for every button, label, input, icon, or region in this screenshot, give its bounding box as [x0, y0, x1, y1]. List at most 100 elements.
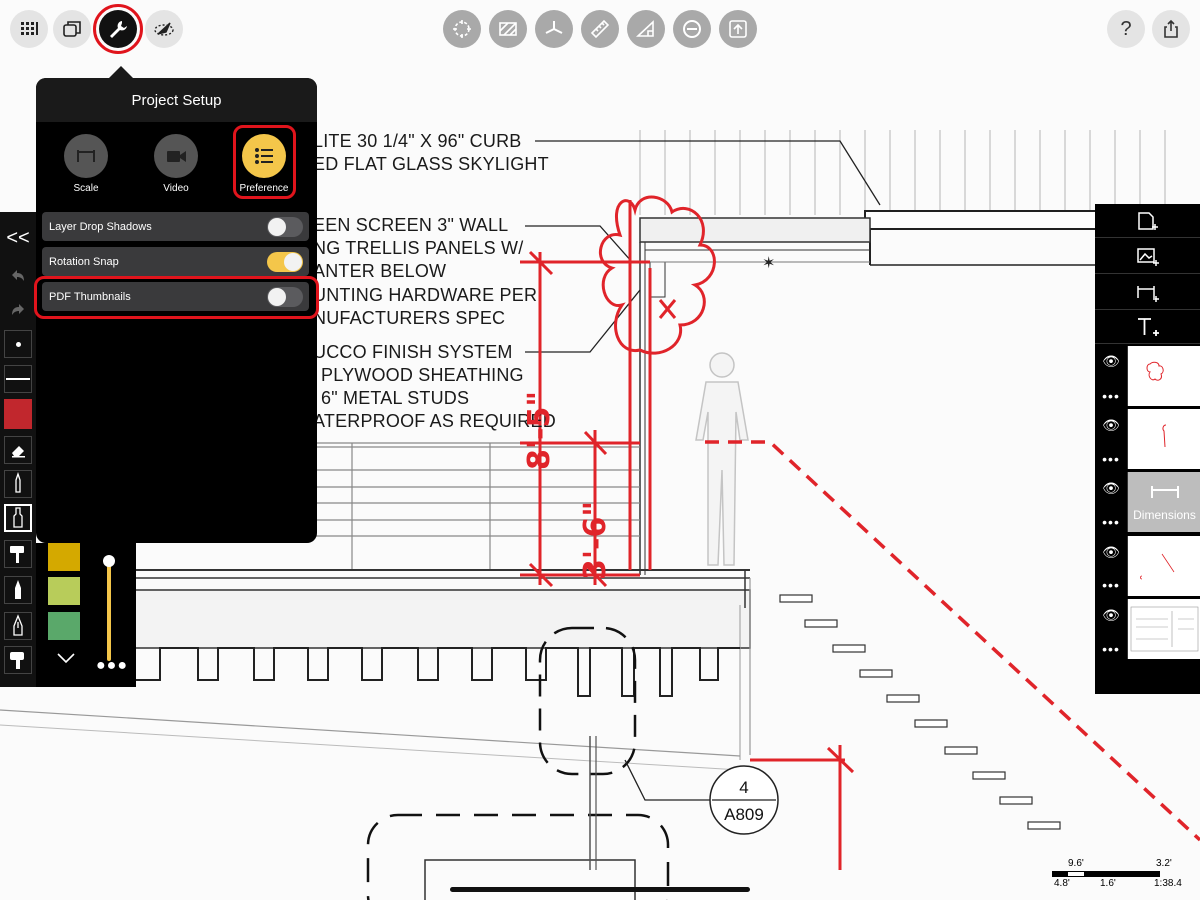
color-palette: ●●●	[36, 543, 136, 687]
color-button[interactable]	[4, 398, 32, 430]
more-icon[interactable]: •••	[1102, 577, 1120, 593]
roller-button[interactable]	[4, 646, 32, 674]
undo-button[interactable]	[4, 262, 32, 290]
pencil-button[interactable]	[4, 576, 32, 604]
move-select-button[interactable]	[443, 10, 481, 48]
angle-button[interactable]	[535, 10, 573, 48]
highlight-box	[34, 276, 319, 319]
line-weight-icon	[6, 378, 30, 380]
drawing-note: EEN SCREEN 3" WALL	[313, 215, 509, 235]
tab-preference[interactable]: Preference	[234, 134, 294, 194]
add-text-icon	[1137, 317, 1159, 336]
more-icon[interactable]: •••	[1102, 388, 1120, 404]
eye-icon[interactable]: 👁	[1102, 417, 1120, 433]
setting-label: Layer Drop Shadows	[49, 220, 152, 233]
collapse-button[interactable]: <<	[4, 224, 32, 252]
swatch-lime[interactable]	[48, 577, 80, 605]
upload-button[interactable]	[719, 10, 757, 48]
swatch-green[interactable]	[48, 612, 80, 640]
dimension-icon	[1151, 486, 1179, 498]
more-icon[interactable]: •••	[1102, 451, 1120, 467]
eye-icon[interactable]: 👁	[1102, 353, 1120, 369]
area-button[interactable]	[627, 10, 665, 48]
setting-rotation-snap[interactable]: Rotation Snap	[42, 247, 309, 276]
line-markup-thumbnail	[1140, 553, 1175, 580]
popover-title: Project Setup	[36, 78, 317, 122]
left-toolbar: <<	[0, 212, 36, 687]
grid-menu-button[interactable]	[10, 10, 48, 48]
calligraphy-icon	[13, 614, 23, 636]
popover-arrow	[108, 66, 134, 79]
help-icon: ?	[1120, 17, 1132, 40]
rotation-snap-toggle[interactable]	[267, 252, 303, 272]
upload-icon	[729, 20, 747, 38]
highlighter-button[interactable]	[4, 540, 32, 568]
callout-sheet: A809	[724, 805, 764, 824]
highlight-ring	[93, 4, 143, 54]
drawing-note: ATERPROOF AS REQUIRED	[313, 411, 556, 431]
drawing-note: UCCO FINISH SYSTEM	[313, 342, 513, 362]
opacity-slider[interactable]	[103, 555, 115, 661]
layer-thumbnail[interactable]	[1127, 599, 1200, 659]
setting-pdf-thumbnails[interactable]: PDF Thumbnails	[42, 282, 309, 311]
layer-thumbnail[interactable]	[1127, 536, 1200, 596]
eye-icon[interactable]: 👁	[1102, 480, 1120, 496]
redo-button[interactable]	[4, 296, 32, 324]
add-image-button[interactable]	[1095, 240, 1200, 274]
drawing-note: NG TRELLIS PANELS W/	[313, 238, 524, 258]
more-options-icon[interactable]: ●●●	[96, 657, 128, 674]
calligraphy-button[interactable]	[4, 612, 32, 640]
add-text-button[interactable]	[1095, 310, 1200, 344]
more-icon[interactable]: •••	[1102, 641, 1120, 657]
tab-video[interactable]: Video	[146, 134, 206, 194]
setting-label: PDF Thumbnails	[49, 290, 131, 303]
svg-text:✶: ✶	[762, 253, 775, 272]
tab-scale[interactable]: Scale	[56, 134, 116, 194]
eye-icon[interactable]: 👁	[1102, 544, 1120, 560]
scale-label: 9.6'	[1068, 858, 1084, 869]
scale-ratio: 1:38.4	[1154, 878, 1182, 889]
layer-drop-shadows-toggle[interactable]	[267, 217, 303, 237]
layer-thumbnail[interactable]	[1127, 409, 1200, 469]
cloud-markup-thumbnail	[1146, 361, 1164, 381]
angle-icon	[545, 21, 563, 34]
more-icon[interactable]: •••	[1102, 514, 1120, 530]
dot-brush-icon	[15, 341, 21, 347]
dot-brush-button[interactable]	[4, 330, 32, 358]
add-image-icon	[1136, 247, 1159, 266]
compass-icon	[154, 22, 174, 36]
hatch-button[interactable]	[489, 10, 527, 48]
windows-icon	[63, 21, 81, 37]
scale-bar: 9.6' 3.2' 4.8' 1.6' 1:38.4	[1052, 858, 1192, 889]
scale-label: 4.8'	[1054, 878, 1070, 889]
layer-thumbnail[interactable]	[1127, 346, 1200, 406]
eraser-button[interactable]	[4, 436, 32, 464]
pin-markup-thumbnail	[1162, 424, 1167, 448]
layer-thumbnail[interactable]: Dimensions	[1127, 472, 1200, 532]
help-button[interactable]: ?	[1107, 10, 1145, 48]
pdf-thumbnails-toggle[interactable]	[267, 287, 303, 307]
eye-icon[interactable]: 👁	[1102, 607, 1120, 623]
navigate-button[interactable]	[145, 10, 183, 48]
share-button[interactable]	[1152, 10, 1190, 48]
line-weight-button[interactable]	[4, 365, 32, 393]
add-dimension-button[interactable]	[1095, 276, 1200, 310]
hatch-icon	[499, 22, 517, 36]
drawing-note: LITE 30 1/4" X 96" CURB	[313, 131, 522, 151]
windows-button[interactable]	[53, 10, 91, 48]
pen-icon	[15, 472, 21, 493]
list-icon	[242, 134, 286, 178]
ruler-button[interactable]	[581, 10, 619, 48]
add-page-button[interactable]	[1095, 204, 1200, 238]
stop-button[interactable]	[673, 10, 711, 48]
scale-label: 3.2'	[1156, 858, 1172, 869]
setting-layer-drop-shadows[interactable]: Layer Drop Shadows	[42, 212, 309, 241]
drawing-note: ANTER BELOW	[313, 261, 447, 281]
drawing-sheet-thumbnail	[1130, 606, 1199, 652]
pen-button[interactable]	[4, 470, 32, 498]
chevron-down-icon[interactable]	[56, 651, 76, 671]
swatch-yellow[interactable]	[48, 543, 80, 571]
marker-button[interactable]	[4, 504, 32, 532]
